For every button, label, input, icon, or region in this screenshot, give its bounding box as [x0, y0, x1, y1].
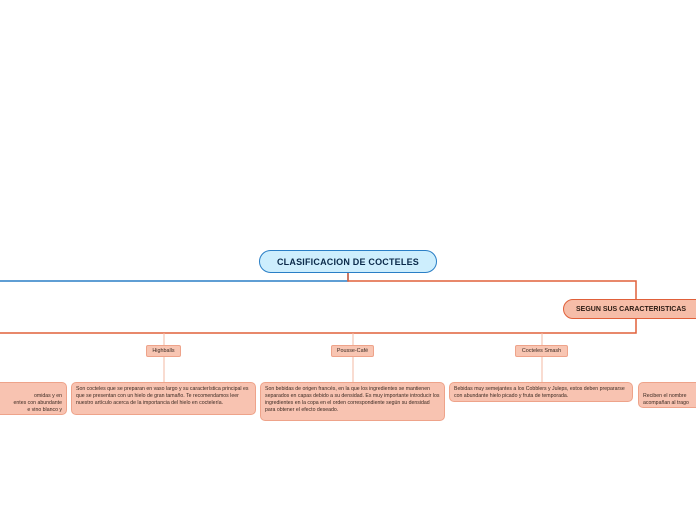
topic-label: Cocteles Smash [521, 348, 562, 354]
description-text: omidas y en entes con abundante e vino b… [13, 393, 62, 413]
description-text: Reciben el nombre acompañan al trago hie… [643, 393, 689, 406]
branch-node-caracteristicas[interactable]: SEGUN SUS CARACTERISTICAS [563, 299, 696, 319]
topic-label: Pousse-Café [336, 348, 369, 354]
description-node-left[interactable]: omidas y en entes con abundante e vino b… [0, 382, 67, 415]
topic-label: Highballs [152, 348, 175, 354]
description-text: Bebidas muy semejantes a los Cobblers y … [454, 386, 625, 399]
description-node-pousse-cafe[interactable]: Son bebidas de origen francés, en la que… [260, 382, 445, 421]
connector-root-to-branch [347, 273, 637, 299]
root-node[interactable]: CLASIFICACION DE COCTELES [259, 250, 437, 273]
topic-node-pousse-cafe[interactable]: Pousse-Café [331, 345, 374, 357]
description-text: Son cocteles que se preparan en vaso lar… [76, 386, 249, 406]
description-node-cocteles-smash[interactable]: Bebidas muy semejantes a los Cobblers y … [449, 382, 633, 402]
description-node-right[interactable]: Reciben el nombre acompañan al trago hie… [638, 382, 696, 408]
topic-node-cocteles-smash[interactable]: Cocteles Smash [515, 345, 568, 357]
topic-node-highballs[interactable]: Highballs [146, 345, 181, 357]
connector-root-to-left [0, 273, 349, 282]
connector-branch-to-topics [0, 319, 637, 334]
description-node-highballs[interactable]: Son cocteles que se preparan en vaso lar… [71, 382, 256, 415]
description-text: Son bebidas de origen francés, en la que… [265, 386, 440, 413]
branch-node-label: SEGUN SUS CARACTERISTICAS [576, 305, 687, 313]
root-node-label: CLASIFICACION DE COCTELES [276, 256, 419, 267]
